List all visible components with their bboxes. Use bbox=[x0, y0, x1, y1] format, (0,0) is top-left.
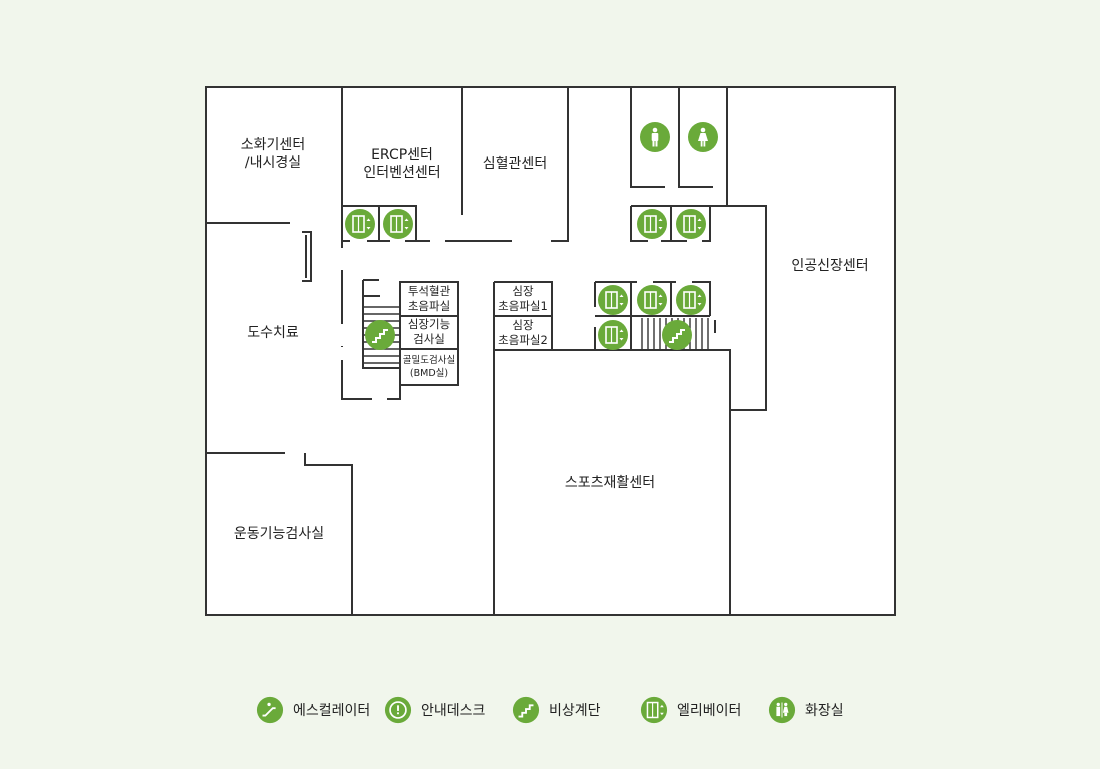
emergency-stairs-icon bbox=[512, 696, 540, 724]
emergency-stairs-icon bbox=[364, 319, 396, 351]
room-exercise-function-test[interactable]: 운동기능검사실 bbox=[234, 525, 324, 543]
legend-label: 에스컬레이터 bbox=[293, 703, 371, 719]
room-sports-rehab-center[interactable]: 스포츠재활센터 bbox=[565, 474, 655, 492]
elevator-icon bbox=[675, 284, 707, 316]
room-label: 심혈관센터 bbox=[482, 156, 548, 172]
room-dialysis-ultrasound[interactable]: 투석혈관 초음파실 bbox=[408, 284, 450, 314]
room-label-line1: 투석혈관 bbox=[407, 284, 451, 298]
room-bmd-test[interactable]: 골밀도검사실 (BMD실) bbox=[403, 354, 455, 380]
legend-item-info-desk: 안내데스크 bbox=[384, 694, 485, 726]
restroom-icon bbox=[768, 696, 796, 724]
legend-item-elevator: 엘리베이터 bbox=[640, 694, 741, 726]
room-ercp-center[interactable]: ERCP센터 인터벤션센터 bbox=[363, 146, 440, 182]
room-digestive-center[interactable]: 소화기센터 /내시경실 bbox=[241, 136, 305, 172]
elevator-icon bbox=[675, 208, 707, 240]
room-label: 운동기능검사실 bbox=[233, 526, 325, 542]
walls bbox=[206, 87, 767, 615]
escalator-icon bbox=[256, 696, 284, 724]
room-label-line1: 심장 bbox=[512, 284, 534, 298]
room-label-line1: ERCP센터 bbox=[371, 147, 433, 163]
legend-label: 비상계단 bbox=[549, 703, 601, 719]
room-label-line2: 초음파실 bbox=[407, 299, 451, 313]
room-label-line2: 초음파실2 bbox=[498, 333, 548, 347]
room-artificial-kidney-center[interactable]: 인공신장센터 bbox=[791, 257, 868, 275]
legend-item-stairs: 비상계단 bbox=[512, 694, 601, 726]
room-label-line1: 심장기능 bbox=[407, 317, 451, 331]
legend-item-restroom: 화장실 bbox=[768, 694, 844, 726]
room-label-line2: 인터벤션센터 bbox=[363, 165, 441, 181]
elevator-icon bbox=[597, 319, 629, 351]
legend-label: 엘리베이터 bbox=[677, 703, 742, 719]
elevator-icon bbox=[382, 208, 414, 240]
female-restroom-icon bbox=[688, 122, 718, 152]
info-desk-icon bbox=[384, 696, 412, 724]
legend-item-escalator: 에스컬레이터 bbox=[256, 694, 370, 726]
room-label-line2: 초음파실1 bbox=[498, 299, 548, 313]
room-manual-therapy[interactable]: 도수치료 bbox=[247, 324, 299, 342]
elevator-icon bbox=[597, 284, 629, 316]
room-cardiac-function-test[interactable]: 심장기능 검사실 bbox=[408, 317, 450, 347]
map-legend: 에스컬레이터 안내데스크 비상계단 엘리베이터 bbox=[0, 694, 1100, 726]
room-label-line2: /내시경실 bbox=[244, 155, 302, 171]
male-restroom-icon bbox=[640, 122, 670, 152]
room-cardiac-ultrasound-2[interactable]: 심장 초음파실2 bbox=[498, 318, 548, 348]
elevator-icon bbox=[344, 208, 376, 240]
elevator-icon bbox=[636, 284, 668, 316]
room-label: 인공신장센터 bbox=[791, 258, 869, 274]
room-label-line1: 골밀도검사실 bbox=[402, 355, 456, 366]
elevator-icon bbox=[636, 208, 668, 240]
room-label-line1: 심장 bbox=[512, 318, 534, 332]
legend-label: 안내데스크 bbox=[421, 703, 486, 719]
elevator-icon bbox=[640, 696, 668, 724]
room-cardio-center[interactable]: 심혈관센터 bbox=[483, 155, 547, 173]
room-label-line2: (BMD실) bbox=[409, 368, 449, 379]
room-cardiac-ultrasound-1[interactable]: 심장 초음파실1 bbox=[498, 284, 548, 314]
legend-label: 화장실 bbox=[805, 703, 844, 719]
room-label: 스포츠재활센터 bbox=[564, 475, 656, 491]
emergency-stairs-icon bbox=[661, 319, 693, 351]
room-label: 도수치료 bbox=[247, 325, 299, 341]
room-label-line2: 검사실 bbox=[413, 332, 445, 346]
room-label-line1: 소화기센터 bbox=[240, 137, 306, 153]
